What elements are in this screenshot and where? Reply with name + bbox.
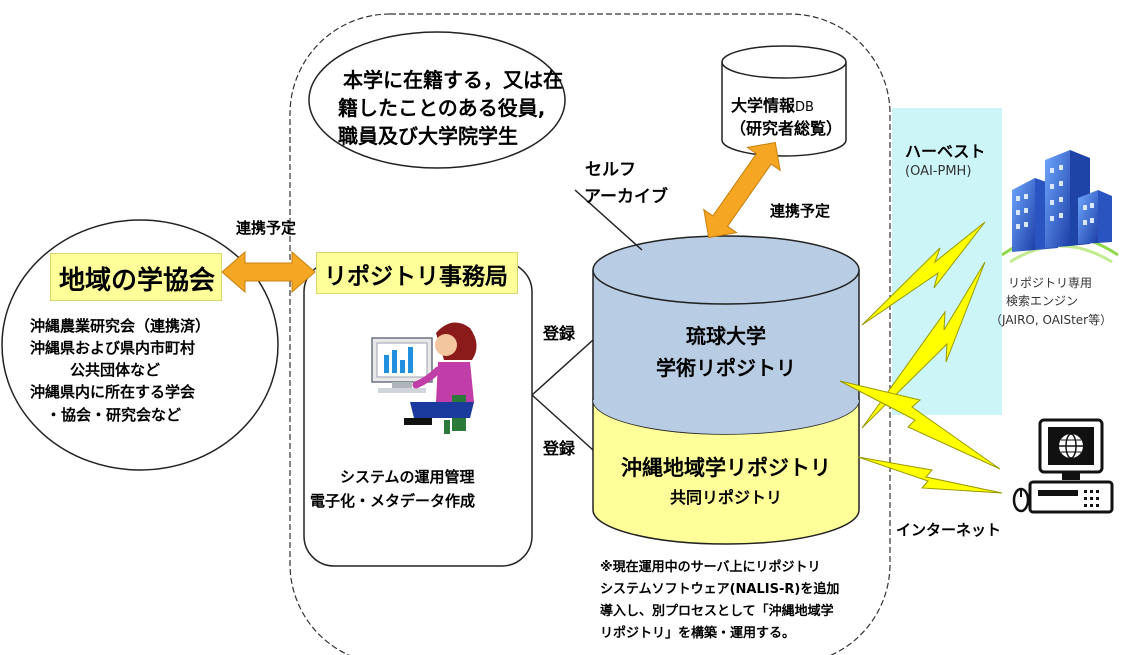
lightning-bolt <box>861 261 986 429</box>
univ-db-title-suffix: DB <box>795 100 814 115</box>
link-planned-top-label: 連携予定 <box>770 202 831 220</box>
univ-db-subtitle: （研究者総覧） <box>730 119 843 138</box>
link-arrow-left <box>221 250 316 294</box>
computer-icon <box>1012 418 1114 514</box>
repo-main-line-1: 琉球大学 <box>686 324 766 348</box>
univ-db-cylinder <box>721 45 847 157</box>
members-ellipse <box>308 31 566 169</box>
society-line-5: ・協会・研究会など <box>46 406 182 424</box>
internet-label: インターネット <box>896 521 1002 539</box>
register-line-bottom <box>531 394 594 451</box>
univ-db-title-main: 大学情報 <box>731 96 796 115</box>
link-planned-left-label: 連携予定 <box>236 219 297 237</box>
self-archive-label-1: セルフ <box>585 160 636 180</box>
office-task-1: システムの運用管理 <box>340 468 475 486</box>
harvest-protocol: (OAI-PMH) <box>905 164 972 179</box>
note-line-2: システムソフトウェア(NALIS-R)を追加 <box>600 582 840 597</box>
office-worker-icon <box>371 322 477 434</box>
society-line-2: 沖縄県および県内市町村 <box>30 339 196 357</box>
search-engine-line-2: 検索エンジン <box>1006 294 1079 308</box>
self-archive-line <box>574 189 643 251</box>
university-boundary <box>289 13 891 655</box>
register-label-1: 登録 <box>543 324 576 343</box>
members-text-1: 本学に在籍する，又は在 <box>343 68 563 92</box>
register-line-top <box>531 339 594 396</box>
repo-okinawa-line-1: 沖縄地域学リポジトリ <box>621 456 831 480</box>
office-title: リポジトリ事務局 <box>324 264 508 290</box>
lightning-bolt <box>861 221 986 326</box>
lightning-bolt <box>839 380 1001 470</box>
register-label-2: 登録 <box>543 439 576 458</box>
harvest-label: ハーベスト <box>905 142 986 161</box>
link-arrow-db <box>703 141 781 239</box>
note-line-3: 導入し、別プロセスとして「沖縄地域学 <box>600 604 834 619</box>
note-line-1: ※現在運用中のサーバ上にリポジトリ <box>600 560 821 575</box>
society-line-3: 公共団体など <box>70 361 161 379</box>
building-icon <box>1001 150 1119 264</box>
search-engine-line-1: リポジトリ専用 <box>1008 276 1093 290</box>
society-title-highlight <box>50 253 222 301</box>
search-engine-line-3: （JAIRO, OAISter等） <box>990 313 1113 327</box>
society-line-4: 沖縄県内に所在する学会 <box>30 383 196 401</box>
office-title-highlight <box>316 252 518 294</box>
self-archive-label-2: アーカイブ <box>584 187 668 207</box>
society-title: 地域の学協会 <box>59 266 216 296</box>
repo-main-line-2: 学術リポジトリ <box>656 356 796 380</box>
society-line-1: 沖縄農業研究会（連携済） <box>30 317 211 335</box>
members-text-3: 職員及び大学院学生 <box>338 124 518 148</box>
repo-okinawa-line-2: 共同リポジトリ <box>669 488 782 507</box>
lightning-bolt <box>857 456 1003 494</box>
univ-db-title: 大学情報DB <box>731 92 814 116</box>
office-task-2: 電子化・メタデータ作成 <box>310 492 476 510</box>
note-line-4: リポジトリ」を構築・運用する。 <box>600 626 796 641</box>
members-text-2: 籍したことのある役員, <box>338 96 546 120</box>
repository-cylinder <box>592 235 860 545</box>
